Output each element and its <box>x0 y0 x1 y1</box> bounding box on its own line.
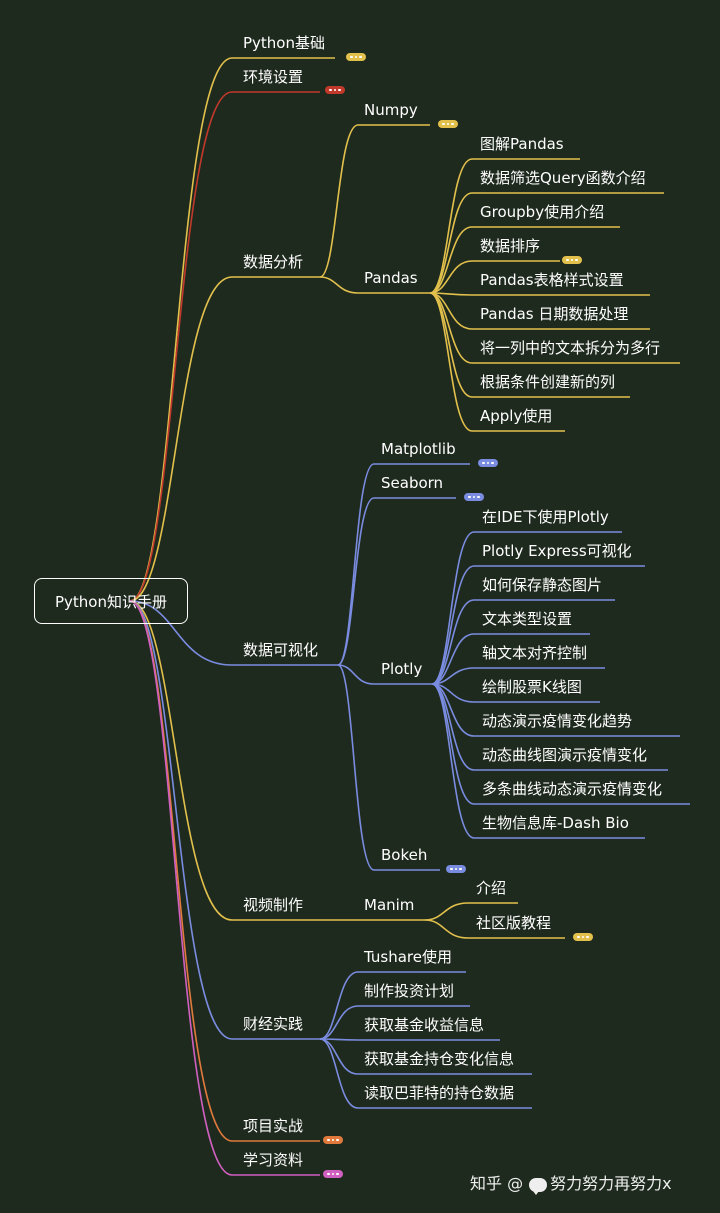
pandas-item[interactable]: 根据条件创建新的列 <box>480 373 616 391</box>
link-pandas-item <box>429 260 473 294</box>
finance-item[interactable]: 制作投资计划 <box>364 982 455 1000</box>
plotly-item[interactable]: Plotly Express可视化 <box>482 542 632 560</box>
finance-item[interactable]: Tushare使用 <box>364 948 452 966</box>
node-python-basics[interactable]: Python基础 <box>243 34 325 52</box>
plotly-item[interactable]: 绘制股票K线图 <box>482 678 582 696</box>
pandas-item[interactable]: 数据筛选Query函数介绍 <box>480 169 646 187</box>
manim-item[interactable]: 介绍 <box>476 879 507 897</box>
pandas-item[interactable]: Apply使用 <box>480 407 553 425</box>
link-pandas-item <box>429 292 473 432</box>
link-root-basics <box>129 57 233 602</box>
link-root-project <box>129 600 233 1142</box>
link-pandas-item <box>429 226 473 294</box>
collapsed-sort-icon[interactable] <box>562 256 582 264</box>
link-root-learning <box>129 600 233 1176</box>
link-bokeh <box>337 664 375 871</box>
link-plotly-item <box>431 683 475 771</box>
collapsed-env-icon[interactable] <box>325 86 345 94</box>
wechat-icon <box>529 1177 548 1195</box>
node-finance[interactable]: 财经实践 <box>243 1015 304 1033</box>
collapsed-matplotlib-icon[interactable] <box>478 459 498 467</box>
plotly-item[interactable]: 动态演示疫情变化趋势 <box>482 712 633 730</box>
link-manim-intro <box>424 902 469 921</box>
collapsed-basics-icon[interactable] <box>346 53 366 61</box>
node-bokeh[interactable]: Bokeh <box>381 846 428 864</box>
link-root-analysis <box>129 276 233 602</box>
node-plotly[interactable]: Plotly <box>381 660 423 678</box>
collapsed-learning-icon[interactable] <box>323 1170 343 1178</box>
node-project[interactable]: 项目实战 <box>243 1117 304 1135</box>
link-plotly-item <box>431 633 475 685</box>
node-numpy[interactable]: Numpy <box>364 101 418 119</box>
collapsed-bokeh-icon[interactable] <box>446 865 466 873</box>
node-env-setup[interactable]: 环境设置 <box>243 68 304 86</box>
node-video[interactable]: 视频制作 <box>243 896 304 914</box>
watermark-left: 知乎 @ <box>470 1174 524 1193</box>
link-pandas-item <box>429 192 473 294</box>
root-node[interactable]: Python知识手册 <box>34 578 188 624</box>
node-matplotlib[interactable]: Matplotlib <box>381 440 456 458</box>
node-data-viz[interactable]: 数据可视化 <box>243 641 319 659</box>
finance-item[interactable]: 获取基金收益信息 <box>364 1016 485 1034</box>
collapsed-seaborn-icon[interactable] <box>464 493 484 501</box>
link-root-finance <box>129 600 233 1040</box>
pandas-item[interactable]: 图解Pandas <box>480 135 564 153</box>
finance-item[interactable]: 读取巴菲特的持仓数据 <box>364 1084 515 1102</box>
pandas-item[interactable]: Pandas 日期数据处理 <box>480 305 629 323</box>
plotly-item[interactable]: 生物信息库-Dash Bio <box>482 814 629 832</box>
node-seaborn[interactable]: Seaborn <box>381 474 444 492</box>
watermark-right: 努力努力再努力x <box>550 1174 672 1193</box>
link-pandas-item <box>429 292 473 398</box>
link-finance-item <box>319 1038 359 1075</box>
link-root-viz <box>129 600 233 666</box>
pandas-item[interactable]: 将一列中的文本拆分为多行 <box>480 339 661 357</box>
pandas-item[interactable]: 数据排序 <box>480 237 541 255</box>
node-learning[interactable]: 学习资料 <box>243 1151 304 1169</box>
plotly-item[interactable]: 轴文本对齐控制 <box>482 644 588 662</box>
collapsed-numpy-icon[interactable] <box>438 120 458 128</box>
link-manim-community <box>424 919 469 939</box>
link-pandas <box>319 276 359 294</box>
link-finance-item <box>319 971 359 1040</box>
plotly-item[interactable]: 动态曲线图演示疫情变化 <box>482 746 648 764</box>
plotly-item[interactable]: 如何保存静态图片 <box>482 576 603 594</box>
link-root-video <box>129 600 233 921</box>
link-plotly-item <box>431 683 475 839</box>
link-root-env <box>129 91 233 602</box>
link-numpy <box>319 124 359 278</box>
finance-item[interactable]: 获取基金持仓变化信息 <box>364 1050 515 1068</box>
node-pandas[interactable]: Pandas <box>364 269 418 287</box>
link-finance-item <box>319 1038 359 1109</box>
plotly-item[interactable]: 文本类型设置 <box>482 610 573 628</box>
link-plotly-item <box>431 599 475 685</box>
collapsed-project-icon[interactable] <box>323 1136 343 1144</box>
pandas-item[interactable]: Groupby使用介绍 <box>480 203 605 221</box>
plotly-item[interactable]: 在IDE下使用Plotly <box>482 508 609 526</box>
link-plotly-item <box>431 565 475 685</box>
plotly-item[interactable]: 多条曲线动态演示疫情变化 <box>482 780 663 798</box>
collapsed-community-icon[interactable] <box>573 933 593 941</box>
link-plotly-item <box>431 531 475 685</box>
node-data-analysis[interactable]: 数据分析 <box>243 253 304 271</box>
pandas-item[interactable]: Pandas表格样式设置 <box>480 271 624 289</box>
node-manim[interactable]: Manim <box>364 896 415 914</box>
link-finance-item <box>319 1005 359 1040</box>
link-seaborn <box>337 497 375 666</box>
link-plotly <box>337 664 375 685</box>
manim-item[interactable]: 社区版教程 <box>476 914 552 932</box>
link-pandas-item <box>429 158 473 294</box>
watermark: 知乎 @ 努力努力再努力x <box>470 1170 672 1195</box>
